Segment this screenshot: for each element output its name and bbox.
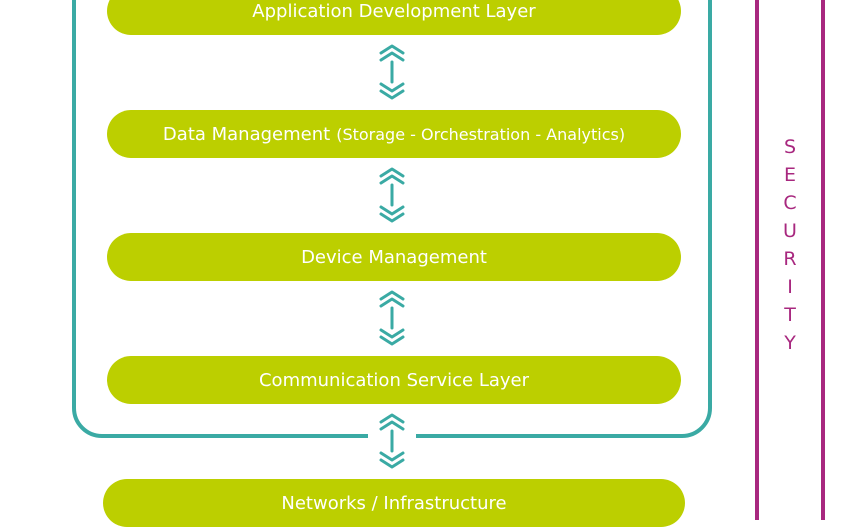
double-chevron-bidirectional-arrow-icon [368, 288, 416, 348]
data-management-label: Data Management [162, 123, 331, 145]
communication-layer-label: Communication Service Layer [258, 369, 530, 391]
security-letter: S [783, 136, 797, 158]
security-label: S E C U R I T Y [759, 133, 821, 357]
security-letter: C [783, 192, 797, 214]
networks-layer: Networks / Infrastructure [103, 479, 685, 527]
double-chevron-bidirectional-arrow-icon [368, 42, 416, 102]
security-letter: E [783, 164, 796, 186]
security-letter: T [784, 304, 796, 326]
double-chevron-bidirectional-arrow-icon [368, 165, 416, 225]
security-letter: U [783, 220, 797, 242]
security-letter: R [783, 248, 797, 270]
networks-layer-label: Networks / Infrastructure [281, 492, 507, 514]
security-letter: Y [784, 332, 796, 354]
communication-layer: Communication Service Layer [107, 356, 681, 404]
data-management-layer: Data Management (Storage - Orchestration… [107, 110, 681, 158]
device-management-layer: Device Management [107, 233, 681, 281]
data-management-sublabel: (Storage - Orchestration - Analytics) [336, 124, 626, 144]
application-layer-label: Application Development Layer [252, 0, 536, 22]
security-column: S E C U R I T Y [755, 0, 825, 520]
device-management-label: Device Management [301, 246, 487, 268]
application-layer: Application Development Layer [107, 0, 681, 35]
security-letter: I [787, 276, 793, 298]
double-chevron-bidirectional-arrow-icon [368, 411, 416, 471]
